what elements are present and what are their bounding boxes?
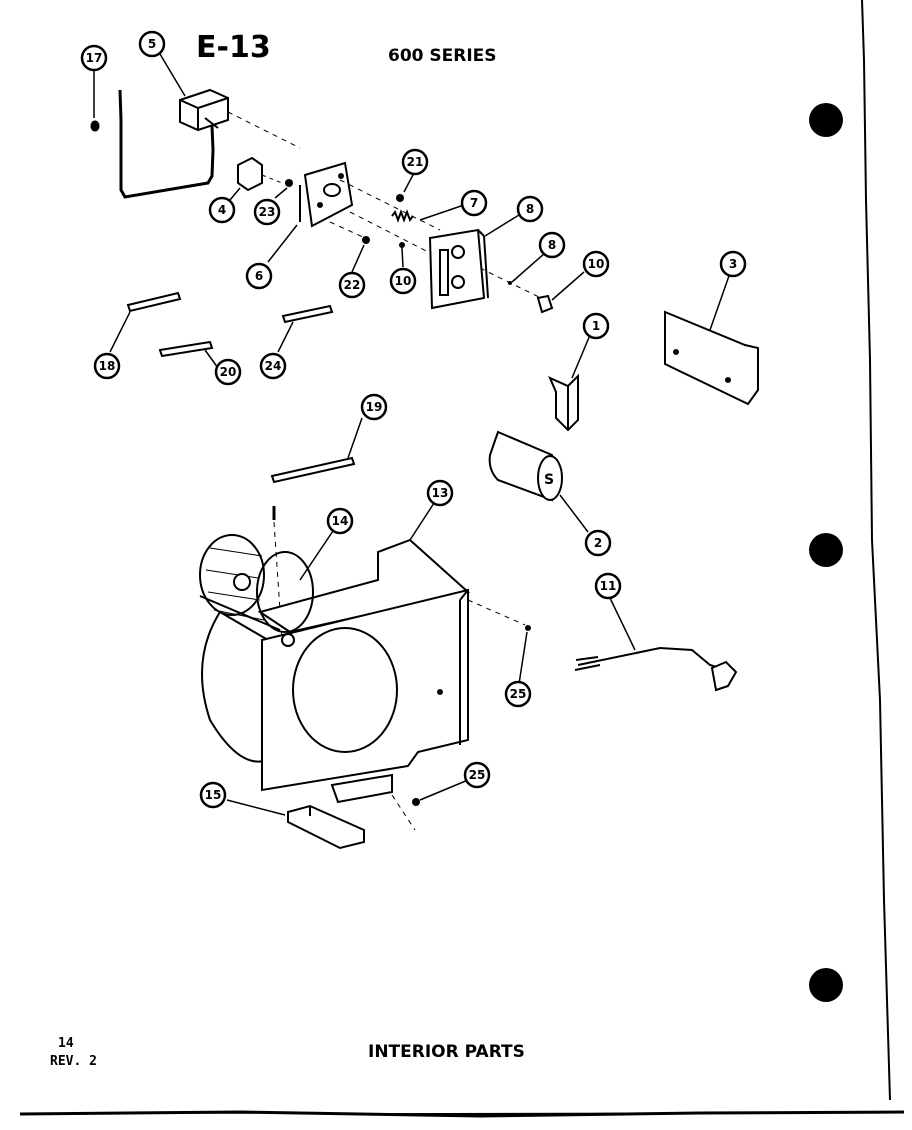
- series-label: 600 SERIES: [388, 46, 497, 66]
- callout-6: 6: [245, 262, 273, 290]
- diagram-code: E-13: [196, 30, 271, 65]
- part-15-base-plate: [287, 804, 365, 850]
- svg-text:13: 13: [432, 486, 449, 500]
- part-10-screw: [399, 242, 405, 248]
- part-23-washer: [285, 179, 293, 187]
- svg-text:8: 8: [526, 202, 534, 216]
- part-7-spring: [391, 209, 414, 223]
- callout-7: 7: [460, 189, 488, 217]
- part-6-bracket: [299, 161, 354, 228]
- part-19-bar: [270, 456, 356, 641]
- binder-hole-top: [809, 103, 843, 137]
- part-11-wire-harness: [574, 646, 738, 692]
- svg-text:1: 1: [592, 319, 600, 333]
- callout-8-lower: 8: [538, 231, 566, 259]
- svg-text:19: 19: [366, 400, 383, 414]
- svg-text:11: 11: [600, 579, 617, 593]
- svg-text:2: 2: [594, 536, 602, 550]
- part-10-clip: [536, 294, 554, 314]
- part-13-blower-housing: [201, 538, 471, 804]
- svg-text:24: 24: [265, 359, 282, 373]
- callout-1: 1: [582, 312, 610, 340]
- part-1-bracket: [548, 373, 579, 432]
- callout-3: 3: [719, 250, 747, 278]
- svg-text:17: 17: [86, 51, 103, 65]
- revision-label: REV. 2: [50, 1054, 97, 1069]
- callout-25-upper: 25: [504, 680, 532, 708]
- svg-text:4: 4: [218, 203, 226, 217]
- part-24-rod: [281, 304, 334, 324]
- svg-text:6: 6: [255, 269, 263, 283]
- part-3-cover: [664, 310, 759, 406]
- callout-2: 2: [584, 529, 612, 557]
- part-21-screw: [396, 194, 404, 202]
- callout-20: 20: [214, 358, 242, 386]
- svg-text:21: 21: [407, 155, 424, 169]
- svg-text:25: 25: [469, 768, 486, 782]
- callout-17: 17: [80, 44, 108, 72]
- binder-hole-bottom: [809, 968, 843, 1002]
- part-17-screw: [90, 72, 100, 132]
- diagram-caption: INTERIOR PARTS: [368, 1042, 525, 1062]
- svg-text:23: 23: [259, 205, 276, 219]
- callout-10-right: 10: [582, 250, 610, 278]
- callout-19: 19: [360, 393, 388, 421]
- part-5-thermostat: [118, 88, 301, 199]
- svg-text:25: 25: [510, 687, 527, 701]
- part-20-rod: [158, 340, 214, 358]
- callout-14: 14: [326, 507, 354, 535]
- callout-11: 11: [594, 572, 622, 600]
- svg-text:22: 22: [344, 278, 361, 292]
- svg-text:3: 3: [729, 257, 737, 271]
- svg-text:20: 20: [220, 365, 237, 379]
- part-2-capacitor: S: [488, 430, 563, 502]
- alignment-lines-upper: [329, 179, 546, 301]
- svg-text:5: 5: [148, 37, 156, 51]
- page-number: 14: [58, 1036, 74, 1051]
- callout-5: 5: [138, 30, 166, 58]
- svg-text:8: 8: [548, 238, 556, 252]
- part-25-screw-upper: [525, 625, 531, 631]
- callout-13: 13: [426, 479, 454, 507]
- callout-25-lower: 25: [463, 761, 491, 789]
- svg-text:15: 15: [205, 788, 222, 802]
- part-9-washer: [508, 281, 512, 285]
- svg-text:S: S: [544, 472, 554, 488]
- part-25-screw-lower: [412, 798, 420, 806]
- part-8-switch-plate: [428, 228, 489, 310]
- svg-text:7: 7: [470, 196, 478, 210]
- leader-lines: [93, 53, 731, 816]
- svg-text:14: 14: [332, 514, 349, 528]
- alignment-lines-lower: [391, 599, 526, 831]
- part-18-rod: [126, 291, 182, 313]
- callout-24: 24: [259, 352, 287, 380]
- part-4-knob: [237, 156, 283, 192]
- callout-15: 15: [199, 781, 227, 809]
- callout-10-left: 10: [389, 267, 417, 295]
- svg-text:10: 10: [588, 257, 605, 271]
- callout-21: 21: [401, 148, 429, 176]
- part-14-blower-wheel: [199, 534, 314, 633]
- svg-text:10: 10: [395, 274, 412, 288]
- callout-22: 22: [338, 271, 366, 299]
- binder-hole-middle: [809, 533, 843, 567]
- callout-18: 18: [93, 352, 121, 380]
- callout-4: 4: [208, 196, 236, 224]
- callout-8-upper: 8: [516, 195, 544, 223]
- svg-text:18: 18: [99, 359, 116, 373]
- page-edge-bottom: [19, 1110, 905, 1118]
- part-22-nut: [362, 236, 370, 244]
- callout-23: 23: [253, 198, 281, 226]
- page-edge-right: [861, 0, 891, 1101]
